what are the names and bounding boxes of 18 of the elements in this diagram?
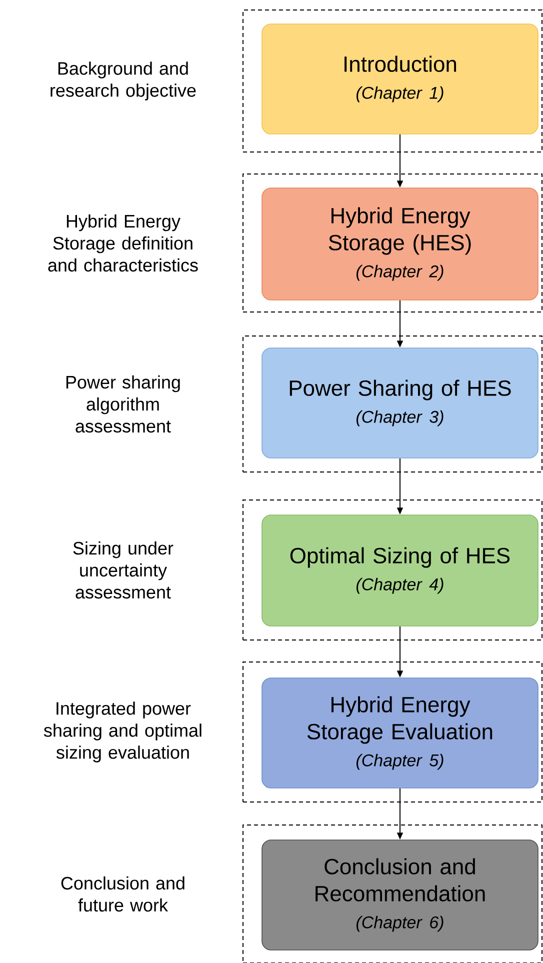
chapter-box: Optimal Sizing of HES (Chapter 4) bbox=[262, 514, 538, 626]
dashed-frame bbox=[242, 662, 542, 802]
chapter-box: Introduction (Chapter 1) bbox=[262, 24, 538, 134]
dashed-frame bbox=[242, 500, 542, 640]
chapter-box: Hybrid Energy Storage (HES) (Chapter 2) bbox=[262, 188, 538, 300]
dashed-frame bbox=[242, 336, 542, 472]
chapter-box: Hybrid Energy Storage Evaluation (Chapter 5) bbox=[262, 678, 538, 788]
dashed-frame bbox=[242, 174, 542, 312]
chapter-box: Power Sharing of HES (Chapter 3) bbox=[262, 348, 538, 458]
side-note: Sizing under uncertainty assessment bbox=[73, 541, 174, 599]
side-note: Background and research objective bbox=[50, 62, 196, 100]
dashed-frame bbox=[242, 10, 542, 152]
dashed-frame bbox=[242, 824, 542, 963]
side-note: Power sharing algorithm assessment bbox=[66, 375, 180, 433]
chapter-box: Conclusion and Recommendation (Chapter 6) bbox=[262, 840, 538, 950]
side-note: Integrated power sharing and optimal sizing evaluation bbox=[44, 702, 202, 762]
side-note: Conclusion and future work bbox=[61, 876, 184, 912]
side-note: Hybrid Energy Storage definition and characteristics bbox=[48, 214, 198, 272]
